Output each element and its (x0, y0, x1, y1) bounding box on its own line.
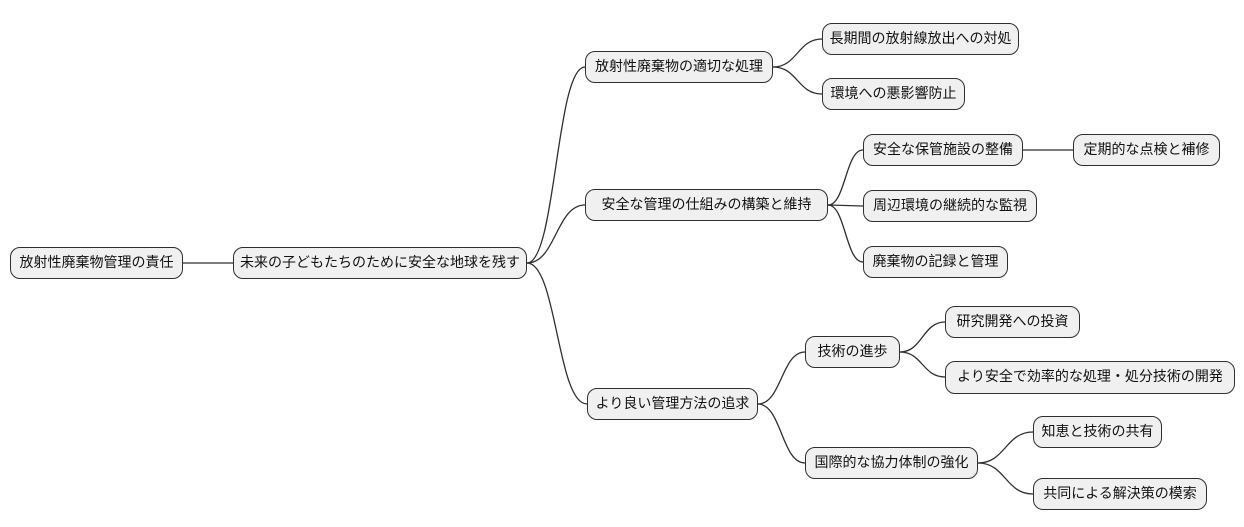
mindmap-node-knowledge-sharing: 知恵と技術の共有 (1033, 416, 1162, 448)
edge-goal-branch-safe-management (526, 204, 586, 264)
mindmap-node-long-term-radiation: 長期間の放射線放出への対処 (822, 23, 1019, 55)
mindmap-node-branch-proper-disposal: 放射性廃棄物の適切な処理 (585, 51, 773, 83)
mindmap-node-safer-tech-development: より安全で効率的な処理・処分技術の開発 (945, 360, 1235, 394)
mindmap-node-branch-better-methods: より良い管理方法の追求 (587, 388, 758, 420)
mindmap-node-prevent-environmental-harm: 環境への悪影響防止 (822, 78, 965, 110)
mindmap-node-tech-progress: 技術の進歩 (805, 336, 900, 368)
edge-tech-progress-safer-tech-development (899, 351, 946, 378)
edge-goal-branch-proper-disposal (526, 66, 586, 264)
edge-branch-safe-management-waste-records (827, 204, 864, 263)
mindmap-node-root: 放射性廃棄物管理の責任 (10, 247, 183, 279)
edge-branch-better-methods-international-cooperation (757, 403, 806, 464)
mindmap-node-goal: 未来の子どもたちのために安全な地球を残す (233, 247, 527, 279)
mindmap-node-inspection-repair: 定期的な点検と補修 (1073, 134, 1220, 166)
edge-branch-safe-management-storage-facilities (827, 149, 864, 206)
mindmap-node-joint-solutions: 共同による解決策の模索 (1033, 478, 1207, 510)
edge-branch-proper-disposal-prevent-environmental-harm (772, 66, 823, 95)
edge-goal-branch-better-methods (526, 262, 588, 405)
edge-international-cooperation-knowledge-sharing (977, 431, 1034, 464)
mindmap-node-international-cooperation: 国際的な協力体制の強化 (805, 447, 978, 479)
edge-tech-progress-rd-investment (899, 321, 946, 353)
mindmap-node-branch-safe-management: 安全な管理の仕組みの構築と維持 (585, 189, 828, 221)
mindmap-node-waste-records: 廃棄物の記録と管理 (863, 246, 1008, 278)
edge-international-cooperation-joint-solutions (977, 462, 1034, 495)
edge-branch-better-methods-tech-progress (757, 351, 806, 405)
edge-branch-proper-disposal-long-term-radiation (772, 38, 823, 68)
mindmap-node-rd-investment: 研究開発への投資 (945, 306, 1080, 338)
edge-branch-safe-management-environmental-monitoring (827, 204, 864, 207)
mindmap-node-storage-facilities: 安全な保管施設の整備 (863, 134, 1023, 166)
mindmap-node-environmental-monitoring: 周辺環境の継続的な監視 (863, 190, 1037, 222)
